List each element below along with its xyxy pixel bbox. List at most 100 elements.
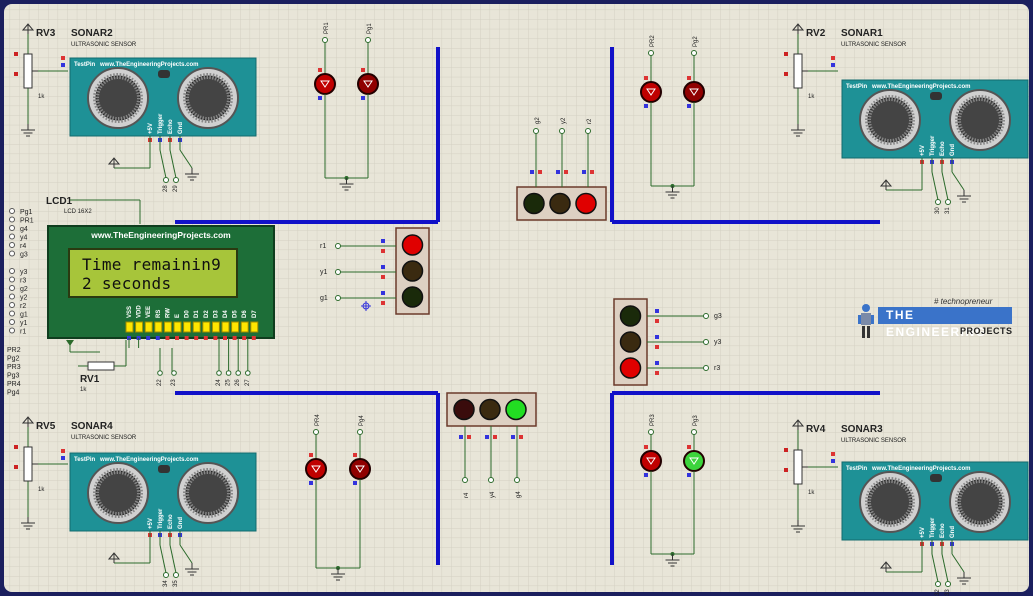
sensor-site-label: www.TheEngineeringProjects.com xyxy=(871,84,970,90)
lamp-net-label: g4 xyxy=(516,491,522,498)
pin-marker xyxy=(381,239,385,243)
pin-marker xyxy=(655,371,659,375)
net-terminal xyxy=(171,370,177,376)
lcd-pin-label: D0 xyxy=(185,310,191,318)
pin-marker xyxy=(381,265,385,269)
pin-marker xyxy=(485,435,489,439)
logo-subtitle: PROJECTS xyxy=(960,326,1013,336)
potentiometer-ref: RV5 xyxy=(36,421,56,432)
led xyxy=(357,73,379,95)
pin-marker xyxy=(203,336,208,340)
pin-marker xyxy=(61,449,65,453)
pin-marker xyxy=(146,336,151,340)
net-terminal xyxy=(488,477,494,483)
port-label: r4 xyxy=(20,243,26,250)
lamp-net-label: r3 xyxy=(714,365,720,372)
port-terminal xyxy=(9,293,15,300)
wire xyxy=(931,553,939,583)
port-label: g4 xyxy=(20,226,28,233)
net-label: 35 xyxy=(173,580,179,587)
diode-symbol xyxy=(689,88,699,96)
sensor-ref: SONAR2 xyxy=(71,28,113,39)
sensor-pin-label: Echo xyxy=(168,514,174,529)
lamp-net-label: g2 xyxy=(535,117,541,124)
pin-marker xyxy=(194,336,199,340)
lcd-line-2: 2 seconds xyxy=(82,274,172,293)
pin-marker xyxy=(687,76,691,80)
led-net-label: Pg1 xyxy=(367,23,373,34)
testpin-label: TestPin xyxy=(74,62,96,68)
lcd-line-1: Time remainin9 xyxy=(82,255,222,274)
transducer-texture xyxy=(865,95,915,145)
port-label: r3 xyxy=(20,278,26,285)
pin-marker xyxy=(14,52,18,56)
wire xyxy=(179,544,193,564)
net-label: 28 xyxy=(163,185,169,192)
port-label: y2 xyxy=(20,295,28,302)
sensor-pin-label: Gnd xyxy=(178,122,184,134)
left-port-labels: Pg1PR1g4y4r4g3y3r3g2y2r2g1y1r1PR2Pg2PR3P… xyxy=(7,208,34,397)
pin-marker xyxy=(381,301,385,305)
port-label: Pg3 xyxy=(7,373,20,380)
port-label: g1 xyxy=(20,312,28,319)
port-terminal xyxy=(9,310,15,317)
sensor-type: ULTRASONIC SENSOR xyxy=(841,438,907,444)
pin-marker xyxy=(309,453,313,457)
port-terminal xyxy=(9,327,15,334)
lcd-pin-label: D7 xyxy=(252,310,258,318)
lcd-pin-label: VDD xyxy=(137,305,143,318)
port-label: Pg1 xyxy=(20,209,33,216)
lcd-pin xyxy=(154,321,163,333)
led-net-label: Pg4 xyxy=(359,415,365,426)
pin-marker xyxy=(361,68,365,72)
net-terminal xyxy=(559,128,565,134)
potentiometer-body xyxy=(793,53,803,89)
pin-marker xyxy=(14,465,18,469)
lcd-pin xyxy=(231,321,240,333)
lcd-pin-label: E xyxy=(175,314,181,318)
robot-icon xyxy=(858,304,874,338)
sensor-pin-label: Echo xyxy=(168,119,174,134)
led xyxy=(314,73,336,95)
pin-marker xyxy=(459,435,463,439)
net-label: 22 xyxy=(157,379,163,386)
sensor-pin-label: Echo xyxy=(940,141,946,156)
lcd-display[interactable]: www.TheEngineeringProjects.com Time rema… xyxy=(48,226,274,338)
net-terminal xyxy=(945,581,951,587)
net-terminal xyxy=(691,50,697,56)
net-terminal xyxy=(945,199,951,205)
lcd-ref: LCD1 xyxy=(46,196,73,207)
sensor-type: ULTRASONIC SENSOR xyxy=(71,42,137,48)
pin-marker xyxy=(381,249,385,253)
pin-marker xyxy=(61,56,65,60)
net-label: 27 xyxy=(245,379,251,386)
testpin-label: TestPin xyxy=(846,84,868,90)
power-arrow xyxy=(879,561,893,569)
potentiometer-value: 1k xyxy=(38,487,45,493)
traffic-lamp xyxy=(453,398,475,421)
wire xyxy=(931,171,939,201)
port-label: Pg4 xyxy=(7,390,20,397)
net-terminal xyxy=(648,429,654,435)
net-terminal xyxy=(585,128,591,134)
port-terminal xyxy=(9,216,15,223)
led xyxy=(349,458,371,480)
pin-marker xyxy=(655,309,659,313)
wire xyxy=(941,553,949,583)
power-arrow xyxy=(879,179,893,187)
pin-marker xyxy=(232,336,237,340)
net-terminal xyxy=(935,199,941,205)
transducer-texture xyxy=(955,95,1005,145)
